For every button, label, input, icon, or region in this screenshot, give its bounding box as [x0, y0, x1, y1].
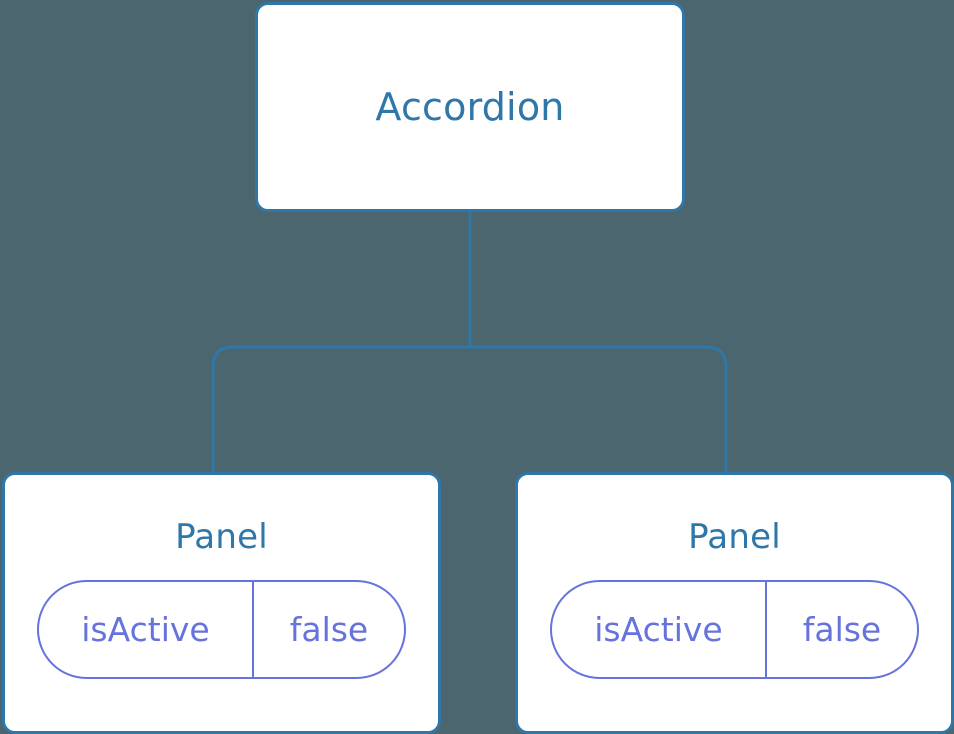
- node-panel-1-prop-pill[interactable]: isActive false: [550, 580, 919, 679]
- node-panel-1[interactable]: Panel isActive false: [515, 472, 954, 734]
- edge-root-to-panel-1: [470, 345, 728, 474]
- node-panel-1-title: Panel: [688, 517, 781, 557]
- node-accordion[interactable]: Accordion: [255, 2, 685, 212]
- node-accordion-title: Accordion: [375, 85, 565, 129]
- node-panel-0-title: Panel: [175, 517, 268, 557]
- node-panel-0-prop-pill[interactable]: isActive false: [37, 580, 406, 679]
- node-panel-0-prop-key: isActive: [39, 582, 254, 677]
- node-panel-1-prop-value: false: [802, 610, 882, 649]
- node-panel-1-prop-key: isActive: [552, 582, 767, 677]
- node-panel-0[interactable]: Panel isActive false: [2, 472, 441, 734]
- node-panel-0-prop-value: false: [289, 610, 369, 649]
- edge-root-to-panel-0: [211, 345, 470, 474]
